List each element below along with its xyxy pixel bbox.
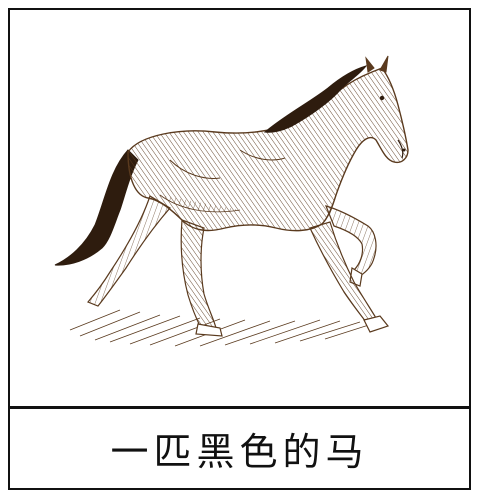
horse-front-leg-raised — [324, 205, 377, 277]
flashcard: 一匹黑色的马 — [8, 8, 471, 490]
horse-engraving-icon — [54, 55, 409, 347]
caption-text: 一匹黑色的马 — [110, 430, 369, 474]
horse-mane — [263, 65, 368, 133]
caption-divider — [10, 406, 469, 409]
ground-shadow — [69, 309, 376, 347]
horse-tail — [54, 149, 139, 266]
horse-body — [127, 67, 409, 232]
horse-rear-leg-left — [86, 195, 171, 307]
horse-illustration — [10, 10, 469, 406]
horse-rear-leg-right — [180, 219, 217, 329]
